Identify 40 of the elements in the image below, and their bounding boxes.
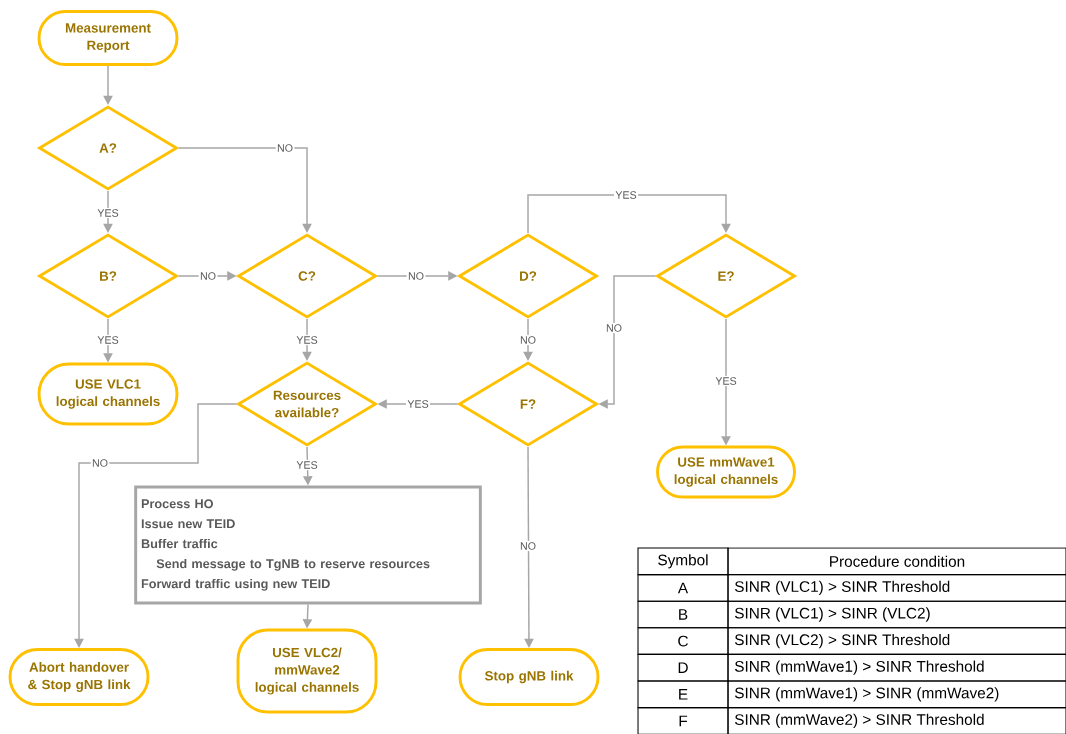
terminal-box: USE mmWave1 logical channels: [656, 445, 796, 499]
table-text: SINR (mmWave2) > SINR Threshold: [734, 713, 984, 729]
table-text: SINR (VLC1) > SINR Threshold: [734, 580, 950, 596]
edge-label: NO: [198, 270, 218, 282]
arrow: [527, 194, 731, 234]
terminal-box: USE VLC1 logical channels: [37, 362, 179, 426]
table-text: SINR (VLC1) > SINR (VLC2): [734, 607, 930, 622]
arrow: [524, 446, 534, 648]
edge-label: NO: [275, 142, 295, 154]
edge-label: NO: [90, 457, 110, 469]
table-text: A: [677, 582, 689, 594]
arrow: [103, 65, 113, 105]
terminal-box: Measurement Report: [37, 10, 179, 66]
table-text: F: [679, 715, 688, 727]
table-text: B: [679, 609, 688, 620]
edge-label: YES: [714, 375, 738, 387]
table-text: C: [678, 635, 688, 647]
table-text: E: [679, 689, 688, 700]
edge-label: NO: [518, 334, 538, 346]
table-text: Symbol: [658, 554, 708, 569]
table-text: Procedure condition: [830, 555, 965, 567]
edge-label: NO: [604, 322, 624, 334]
table-text: SINR (mmWave1) > SINR Threshold: [734, 660, 984, 675]
edge-label: YES: [96, 334, 120, 346]
edge-label: YES: [295, 459, 319, 471]
arrow: [74, 403, 238, 648]
arrow: [177, 147, 312, 233]
terminal-box: USE VLC2/ mmWave2 logical channels: [236, 628, 378, 714]
table-text: SINR (mmWave1) > SINR (mmWave2): [734, 687, 999, 702]
edge-label: YES: [614, 189, 638, 201]
table-text: D: [678, 662, 688, 673]
table-text: SINR (VLC2) > SINR Threshold: [734, 633, 950, 649]
edge-label: YES: [406, 398, 430, 410]
edge-label: NO: [518, 540, 538, 552]
process-box: Process HO Issue new TEID Buffer traffic Send message to TgNB to reserve resources Forward traffic using new TEID: [134, 485, 482, 605]
edge-label: YES: [295, 334, 319, 346]
terminal-box: Abort handover & Stop gNB link: [8, 648, 150, 706]
edge-label: NO: [406, 270, 426, 282]
terminal-box: Stop gNB link: [458, 648, 600, 706]
edge-label: YES: [96, 207, 120, 219]
